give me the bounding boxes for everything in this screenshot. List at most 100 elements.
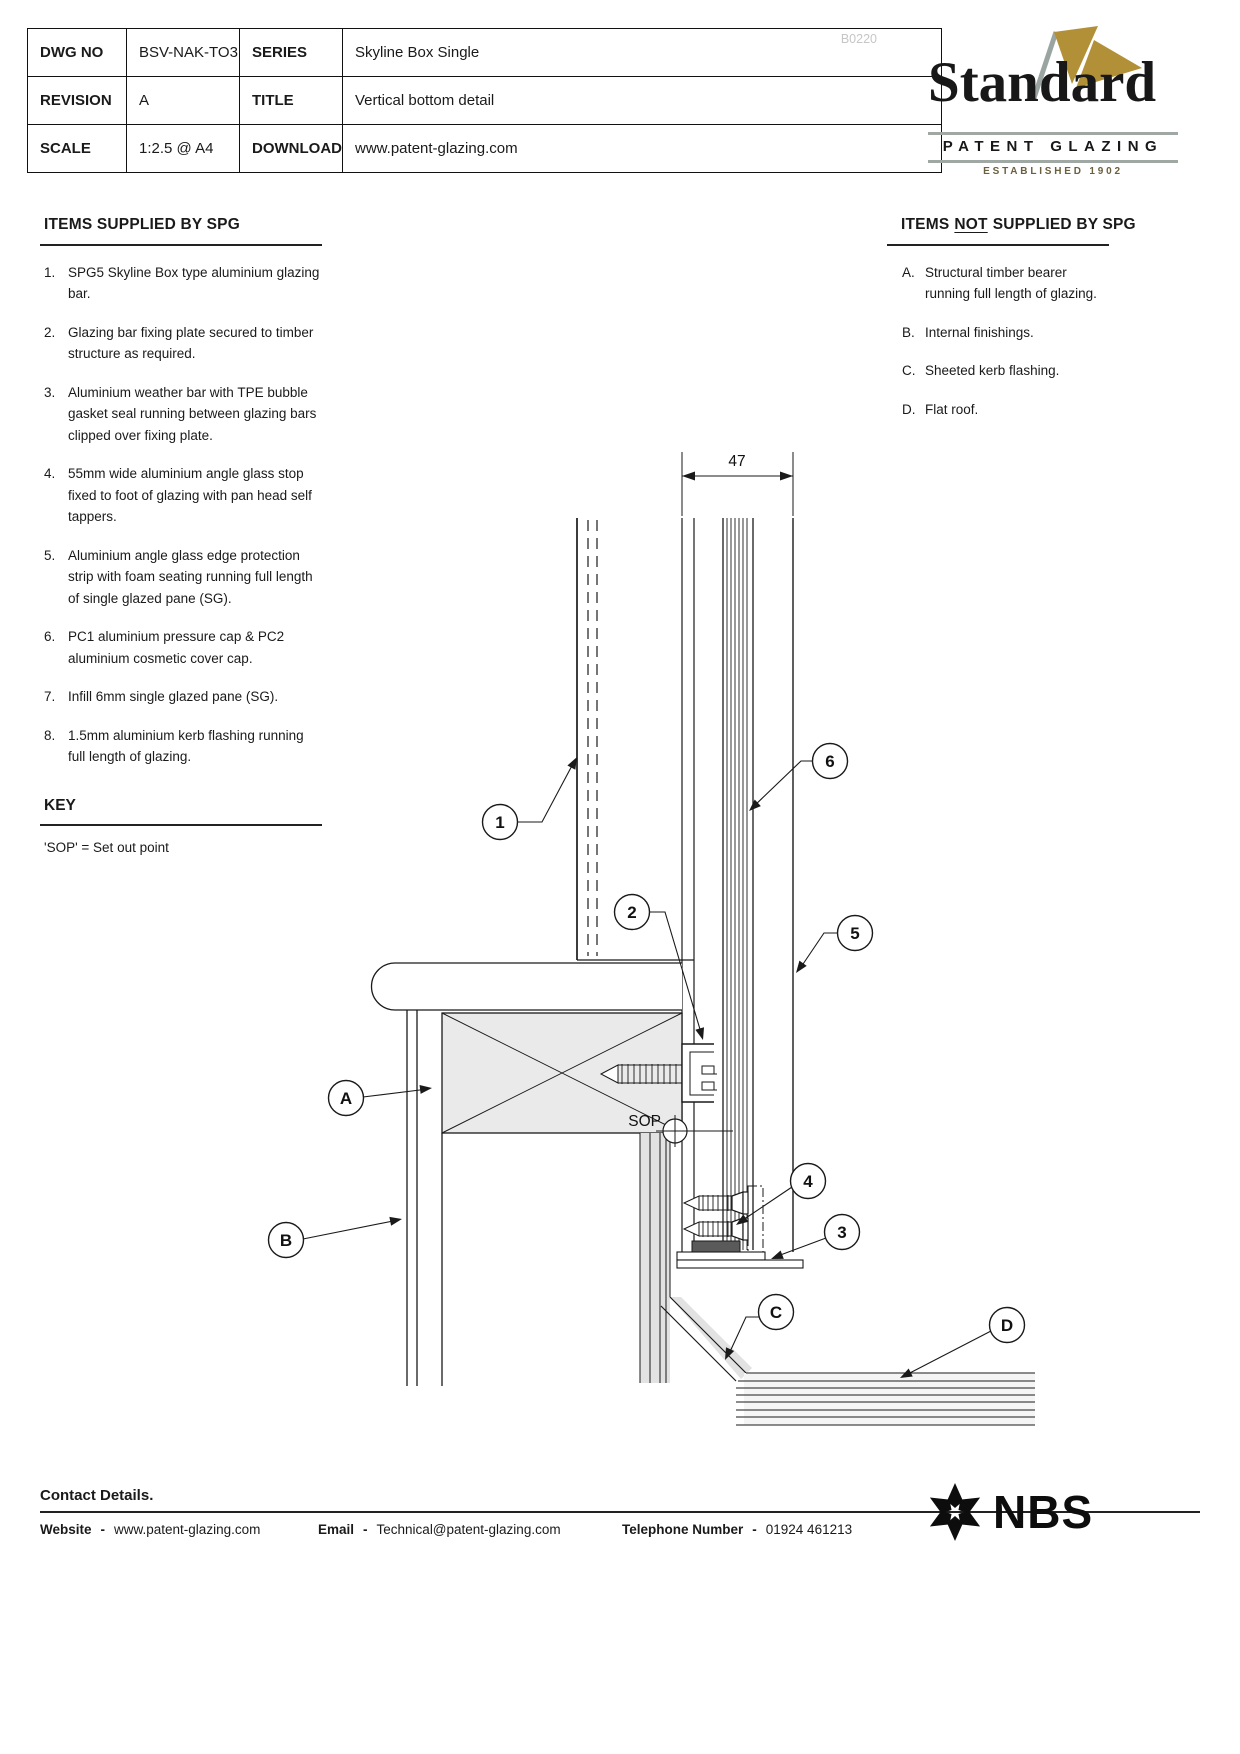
logo-tagline: PATENT GLAZING <box>942 138 1164 155</box>
internal-wall-lines <box>406 1010 443 1386</box>
scale-value: 1:2.5 @ A4 <box>126 124 240 173</box>
flat-roof <box>736 1372 1035 1426</box>
callout-5: 5 <box>850 924 859 943</box>
callout-3: 3 <box>837 1223 846 1242</box>
item-text: Flat roof. <box>925 401 979 417</box>
glass-pane-section <box>576 518 694 961</box>
callout-6: 6 <box>825 752 834 771</box>
item-number: 6. <box>44 629 56 645</box>
item-text: SPG5 Skyline Box type aluminium glazing … <box>68 264 320 302</box>
section-divider <box>40 244 322 246</box>
item-text: Glazing bar fixing plate secured to timb… <box>68 324 314 362</box>
list-item: 1. SPG5 Skyline Box type aluminium glazin… <box>44 262 324 305</box>
callout-1: 1 <box>495 813 504 832</box>
list-item: C.Sheeted kerb flashing. <box>902 360 1113 382</box>
item-number: 3. <box>44 384 56 400</box>
flag-icon <box>1031 26 1142 99</box>
sop-marker <box>656 1115 733 1147</box>
email-value[interactable]: Technical@patent-glazing.com <box>376 1522 561 1537</box>
logo-established: ESTABLISHED 1902 <box>983 166 1123 177</box>
scale-label: SCALE <box>27 124 127 173</box>
list-item: D. Flat roof. <box>902 399 1113 421</box>
key-section: KEY 'SOP' = Set out point <box>40 797 324 855</box>
separator: - <box>100 1522 106 1537</box>
internal-trim <box>370 962 682 1011</box>
item-letter: A. <box>902 264 915 280</box>
list-item: A. Structural timber bearer running full … <box>902 262 1113 305</box>
website-value[interactable]: www.patent-glazing.com <box>114 1522 261 1537</box>
dwg-no-label: DWG NO <box>27 28 127 77</box>
item-letter: B. <box>902 324 915 340</box>
download-value[interactable]: www.patent-glazing.com <box>342 124 942 173</box>
section-divider <box>40 824 322 826</box>
list-item: B. Internal finishings. <box>902 322 1113 344</box>
heading-part: SUPPLIED BY SPG <box>992 216 1136 233</box>
item-number: 1. <box>44 264 56 280</box>
leader-arrowheads <box>389 757 913 1378</box>
logo-wordmark: Standard <box>928 51 1157 114</box>
nbs-wordmark: NBS <box>993 1486 1094 1538</box>
footer-website: Website-www.patent-glazing.com <box>40 1522 260 1537</box>
series-value: Skyline Box Single <box>342 28 942 77</box>
item-text: PC1 aluminium pressure cap & PC2 alumini… <box>68 629 285 666</box>
glass-stop-foot <box>676 1240 804 1269</box>
item-number: 5. <box>44 547 56 563</box>
dwg-no-value: BSV-NAK-TO3 <box>126 28 240 77</box>
item-number: 8. <box>44 727 56 743</box>
sop-label: SOP <box>628 1113 661 1130</box>
title-value: Vertical bottom detail <box>342 76 942 125</box>
footer-phone: Telephone Number-01924 461213 <box>622 1522 852 1537</box>
logo-rule-bottom <box>928 160 1178 163</box>
item-text: 1.5mm aluminium kerb flashing running fu… <box>68 727 304 765</box>
dimension-value: 47 <box>728 453 745 470</box>
kerb-upstand <box>639 1133 671 1383</box>
company-logo: Standard PATENT GLAZING ESTABLISHED 1902 <box>928 26 1180 178</box>
item-text: Internal finishings. <box>925 324 1034 340</box>
callout-D: D <box>1001 1316 1013 1335</box>
fixing-plate <box>681 1043 717 1103</box>
footer-divider <box>40 1511 1200 1513</box>
phone-label: Telephone Number <box>622 1522 744 1537</box>
nbs-star-icon <box>929 1483 981 1541</box>
kerb-flashing <box>660 1296 752 1382</box>
list-item: 5. Aluminium angle glass edge protection … <box>44 545 324 610</box>
list-item: 4.55mm wide aluminium angle glass stop f… <box>44 463 324 528</box>
email-label: Email <box>318 1522 355 1537</box>
item-letter: D. <box>902 401 916 417</box>
callout-A: A <box>340 1089 352 1108</box>
item-number: 7. <box>44 689 56 705</box>
website-label: Website <box>40 1522 92 1537</box>
table-row: SCALE 1:2.5 @ A4 DOWNLOAD www.patent-gla… <box>27 124 942 173</box>
nbs-logo: NBS <box>925 1475 1093 1549</box>
item-text: Structural timber bearer running full le… <box>925 264 1097 302</box>
key-entry: 'SOP' = Set out point <box>44 839 169 855</box>
callout-C: C <box>770 1303 782 1322</box>
list-item: 6. PC1 aluminium pressure cap & PC2 alumi… <box>44 626 324 669</box>
separator: - <box>363 1522 368 1537</box>
list-item: 3.Aluminium weather bar with TPE bubble … <box>44 382 324 447</box>
item-number: 2. <box>44 324 56 340</box>
list-item: 7.Infill 6mm single glazed pane (SG). <box>44 686 324 708</box>
callout-bubbles <box>267 742 1026 1344</box>
item-number: 4. <box>44 466 56 482</box>
table-row: REVISION A TITLE Vertical bottom detail <box>27 76 942 125</box>
supplied-section: ITEMS SUPPLIED BY SPG 1.SPG5 Skyline Box… <box>40 216 324 785</box>
glazing-bar-assembly <box>681 518 794 1252</box>
phone-value: 01924 461213 <box>765 1522 853 1537</box>
item-letter: C. <box>902 363 916 379</box>
table-row: DWG NO BSV-NAK-TO3 SERIES Skyline Box Si… <box>27 28 942 77</box>
callout-2: 2 <box>627 903 636 922</box>
title-label: TITLE <box>239 76 343 125</box>
separator: - <box>752 1522 757 1537</box>
footer-email: Email-Technical@patent-glazing.com <box>318 1522 561 1537</box>
item-text: Aluminium angle glass edge protection st… <box>68 547 313 606</box>
sheet-watermark: B0220 <box>840 32 877 46</box>
contact-heading: Contact Details. <box>40 1487 154 1504</box>
callout-4: 4 <box>803 1172 813 1191</box>
heading-part: ITEMS <box>901 216 950 233</box>
heading-underlined: NOT <box>954 216 988 233</box>
